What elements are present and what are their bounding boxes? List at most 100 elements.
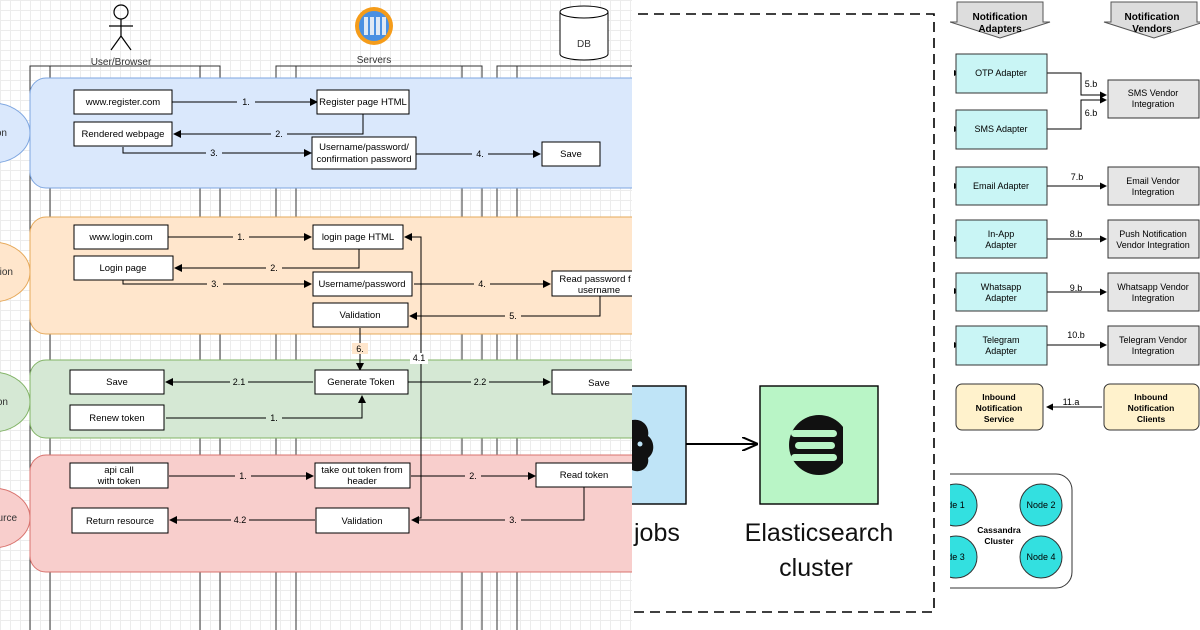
res-step-2: 2.: [469, 471, 477, 481]
cassandra-label-line2: Cluster: [984, 536, 1014, 546]
read-password-line2: username: [578, 285, 620, 296]
res-step-41: 4.1: [413, 353, 426, 363]
lane-label-ellipse-login: [0, 242, 31, 302]
read-token-box: Read token: [560, 470, 609, 481]
vendors-header-line2: Vendors: [1132, 24, 1172, 35]
login-credentials-box: Username/password: [318, 279, 405, 290]
user-actor-icon: [109, 4, 133, 51]
elasticsearch-panel: jobs Elasticsearch cluster: [632, 0, 950, 630]
rendered-webpage-box: Rendered webpage: [82, 129, 165, 140]
read-password-line1: Read password f: [559, 274, 631, 285]
sequence-arrows: [122, 98, 601, 524]
email-vendor-line1: Email Vendor: [1126, 176, 1180, 186]
login-page-html-box: login page HTML: [322, 232, 394, 243]
actor-servers-label: Servers: [357, 55, 391, 66]
res-step-3: 3.: [509, 515, 517, 525]
api-call-line2: with token: [97, 476, 141, 487]
res-step-42: 4.2: [234, 515, 247, 525]
adapters-header-line2: Adapters: [978, 24, 1022, 35]
cassandra-label-line1: Cassandra: [977, 525, 1021, 535]
actor-db-label: DB: [577, 39, 591, 50]
adapter-vendor-connectors: [1046, 72, 1107, 411]
res-step-1: 1.: [239, 471, 247, 481]
reg-step-3: 3.: [210, 148, 218, 158]
cassandra-nodes: [950, 483, 1063, 579]
reg-step-2: 2.: [275, 129, 283, 139]
resource-validation-box: Validation: [341, 516, 382, 527]
inbound-clients-line1: Inbound: [1134, 392, 1168, 402]
cluster-label-line1: Elasticsearch: [745, 519, 894, 547]
login-page-box: Login page: [99, 263, 146, 274]
sms-adapter-label: SMS Adapter: [974, 124, 1027, 134]
adapters-header-line1: Notification: [973, 12, 1028, 23]
whatsapp-adapter-line1: Whatsapp: [981, 282, 1022, 292]
reg-step-1: 1.: [242, 97, 250, 107]
label-11a: 11.a: [1063, 397, 1080, 407]
inbound-clients-line2: Notification: [1128, 403, 1175, 413]
renew-token-box: Renew token: [89, 413, 144, 424]
servers-icon: [355, 7, 393, 45]
telegram-adapter-line1: Telegram: [982, 335, 1019, 345]
telegram-adapter-line2: Adapter: [985, 346, 1017, 356]
lane-label-resource: ource: [0, 513, 17, 524]
token-step-21: 2.1: [233, 377, 246, 387]
sequence-diagram-panel: User/Browser Servers DB on tion on ource: [0, 0, 632, 630]
vendor-boxes: [1107, 79, 1200, 366]
register-credentials-line2: confirmation password: [316, 154, 411, 165]
token-save-left-box: Save: [106, 377, 128, 388]
email-vendor-line2: Integration: [1132, 187, 1175, 197]
telegram-vendor-line2: Integration: [1132, 346, 1175, 356]
register-url-box: www.register.com: [85, 97, 161, 108]
login-step-2: 2.: [270, 263, 278, 273]
token-save-right-box: Save: [588, 378, 610, 389]
label-9b: 9.b: [1070, 283, 1083, 293]
step-labels: 1. 2. 3. 4. 1. 2. 3. 4. 5. 6. 2.1 2.2 1.…: [206, 96, 521, 526]
otp-adapter-label: OTP Adapter: [975, 68, 1027, 78]
sequence-diagram: User/Browser Servers DB on tion on ource: [0, 4, 632, 630]
api-call-line1: api call: [104, 465, 134, 476]
whatsapp-adapter-line2: Adapter: [985, 293, 1017, 303]
email-adapter-label: Email Adapter: [973, 181, 1029, 191]
inbound-service-line1: Inbound: [982, 392, 1016, 402]
vendors-header-shape: [1103, 1, 1200, 39]
adapter-boxes: [955, 53, 1048, 366]
return-resource-box: Return resource: [86, 516, 154, 527]
node-1-label: de 1: [950, 500, 965, 510]
login-validation-box: Validation: [339, 310, 380, 321]
sms-vendor-line2: Integration: [1132, 99, 1175, 109]
register-credentials-line1: Username/password/: [319, 142, 409, 153]
label-8b: 8.b: [1070, 229, 1083, 239]
sequence-boxes: [69, 89, 632, 534]
lane-label-ellipse-token: [0, 372, 31, 432]
token-step-1: 1.: [270, 413, 278, 423]
login-step-6: 6.: [356, 344, 364, 354]
lane-label-ellipse-resource: [0, 488, 31, 548]
cluster-label-line2: cluster: [779, 554, 853, 582]
login-step-5: 5.: [509, 311, 517, 321]
elasticsearch-logo-icon: [789, 415, 849, 475]
push-vendor-line1: Push Notification: [1119, 229, 1187, 239]
inapp-adapter-line1: In-App: [988, 229, 1015, 239]
node-4-label: Node 4: [1026, 552, 1055, 562]
database-icon: [559, 5, 609, 61]
label-10b: 10.b: [1067, 330, 1085, 340]
jobs-logo-icon: [632, 419, 654, 472]
lane-label-ellipse-register: [0, 103, 31, 163]
login-step-4: 4.: [478, 279, 486, 289]
inbound-clients-line3: Clients: [1137, 414, 1166, 424]
node-2-label: Node 2: [1026, 500, 1055, 510]
adapters-header-shape: [950, 1, 1051, 39]
dashed-boundary: [632, 13, 935, 613]
lane-label-login: tion: [0, 267, 13, 278]
reg-step-4: 4.: [476, 149, 484, 159]
notification-panel: Notification Adapters Notification Vendo…: [950, 0, 1200, 630]
whatsapp-vendor-line1: Whatsapp Vendor: [1117, 282, 1189, 292]
inbound-service-line3: Service: [984, 414, 1015, 424]
inapp-adapter-line2: Adapter: [985, 240, 1017, 250]
register-save-box: Save: [560, 149, 582, 160]
push-vendor-line2: Vendor Integration: [1116, 240, 1190, 250]
take-token-line1: take out token from: [321, 465, 402, 476]
take-token-line2: header: [347, 476, 377, 487]
whatsapp-vendor-line2: Integration: [1132, 293, 1175, 303]
label-5b: 5.b: [1085, 79, 1098, 89]
